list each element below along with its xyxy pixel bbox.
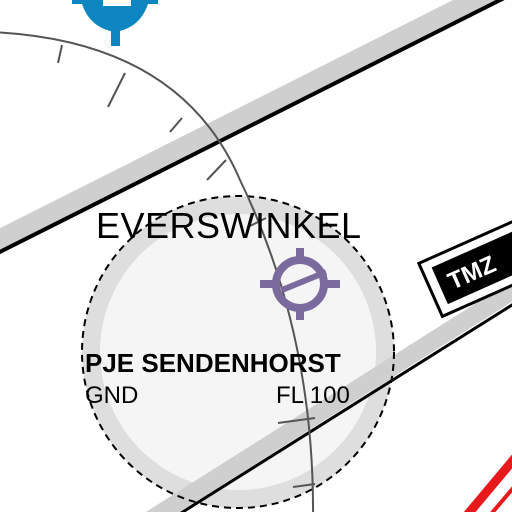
highway-upper-centerline — [0, 0, 505, 255]
place-name-label: EVERSWINKEL — [96, 205, 362, 246]
airspace-boundary-red — [463, 454, 512, 512]
highway-lower — [145, 280, 512, 512]
parachute-zone-dashed-outline — [81, 195, 395, 509]
compass-tick — [57, 44, 63, 64]
compass-tick — [169, 117, 183, 133]
highway-upper — [0, 0, 505, 255]
highway-lower-casing — [145, 280, 512, 512]
parachute-zone-upper-limit: FL 100 — [276, 382, 350, 409]
tmz-label-box[interactable]: TMZ — [416, 206, 512, 319]
highway-lower-centerline — [179, 303, 512, 512]
compass-tick — [249, 217, 267, 227]
compass-tick — [107, 72, 126, 108]
navaid-icon[interactable] — [72, 0, 158, 46]
compass-rose-arc-line — [0, 31, 315, 512]
compass-rose-arc — [0, 31, 316, 512]
parachute-zone-name-label: PJE SENDENHORST — [85, 348, 341, 378]
compass-tick — [277, 417, 316, 424]
highway-upper-casing — [0, 0, 500, 252]
compass-tick — [206, 159, 227, 181]
crosshair-reporting-point-icon[interactable] — [260, 248, 340, 320]
parachute-zone-lower-limit: GND — [85, 382, 138, 409]
compass-tick — [292, 483, 316, 488]
